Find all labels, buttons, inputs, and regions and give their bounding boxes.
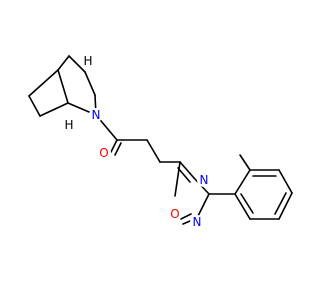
linker-chain: [95, 114, 181, 163]
label-background: [190, 215, 204, 229]
bond: [28, 69, 59, 97]
bond: [177, 167, 191, 183]
bond: [274, 192, 287, 215]
bond: [174, 161, 181, 197]
bond: [234, 193, 251, 220]
molecule-drawing: N O O N N H H: [28, 54, 293, 229]
stereo-hydrogen-bottom-label: H: [64, 118, 73, 132]
atom-labels: N O O N N H H: [64, 54, 211, 229]
bond: [84, 71, 96, 96]
bond: [234, 169, 251, 195]
bond: [39, 102, 69, 117]
label-background: [168, 207, 182, 221]
bond: [239, 154, 251, 171]
ring-oxygen-label: O: [170, 207, 179, 221]
label-background: [89, 108, 103, 122]
structure-svg: N O O N N H H: [28, 54, 293, 229]
bond: [57, 69, 69, 104]
bond: [57, 55, 70, 71]
label-background: [197, 173, 211, 187]
bond: [110, 139, 118, 153]
bond: [196, 193, 210, 219]
tolyl-ring: [208, 154, 293, 220]
bond: [180, 213, 192, 220]
ring-nitrogen-bottom-label: N: [193, 215, 202, 229]
carbonyl-oxygen-label: O: [99, 146, 108, 160]
bond: [240, 193, 254, 214]
bicyclic-ring: [28, 55, 97, 117]
stereo-hydrogen-top-label: H: [83, 54, 92, 68]
label-background: [97, 146, 111, 160]
bond: [179, 161, 195, 179]
bond: [68, 55, 86, 73]
bond: [146, 139, 161, 163]
ring-nitrogen-top-label: N: [200, 173, 209, 187]
bond: [28, 95, 41, 117]
bond: [114, 142, 122, 156]
amide-nitrogen-label: N: [92, 108, 101, 122]
bond: [278, 192, 293, 220]
bond: [278, 169, 293, 194]
